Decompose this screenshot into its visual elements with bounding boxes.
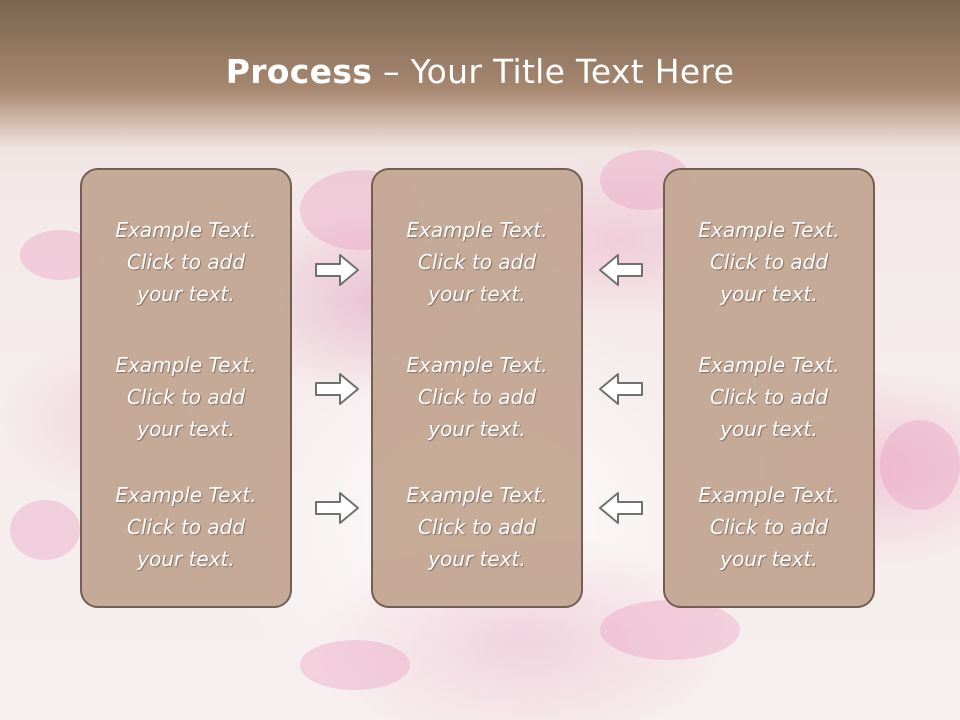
text-line: Click to add <box>417 385 537 409</box>
petal-shape <box>300 640 410 690</box>
arrow-left-icon[interactable] <box>598 253 644 287</box>
title-bold: Process <box>225 52 373 91</box>
panel-text-block[interactable]: Example Text. Click to add your text. <box>665 479 873 575</box>
arrow-right-icon[interactable] <box>314 253 360 287</box>
process-panel-right[interactable]: Example Text. Click to add your text. Ex… <box>663 168 875 608</box>
title-rest: – Your Title Text Here <box>372 52 735 91</box>
process-panel-left[interactable]: Example Text. Click to add your text. Ex… <box>80 168 292 608</box>
text-line: your text. <box>720 547 818 571</box>
text-line: your text. <box>428 417 526 441</box>
text-line: your text. <box>137 547 235 571</box>
text-line: Example Text. <box>406 353 548 377</box>
title-bar <box>0 0 960 150</box>
text-line: Example Text. <box>406 218 548 242</box>
text-line: Click to add <box>709 250 829 274</box>
arrow-left-icon[interactable] <box>598 372 644 406</box>
arrow-right-icon[interactable] <box>314 372 360 406</box>
text-line: Example Text. <box>115 353 257 377</box>
petal-shape <box>10 500 80 560</box>
text-line: Example Text. <box>406 483 548 507</box>
panel-text-block[interactable]: Example Text. Click to add your text. <box>373 214 581 310</box>
panel-text-block[interactable]: Example Text. Click to add your text. <box>373 479 581 575</box>
slide-title[interactable]: Process – Your Title Text Here <box>0 52 960 91</box>
text-line: your text. <box>428 547 526 571</box>
panel-text-block[interactable]: Example Text. Click to add your text. <box>665 214 873 310</box>
panel-text-block[interactable]: Example Text. Click to add your text. <box>82 479 290 575</box>
text-line: Click to add <box>709 515 829 539</box>
panel-text-block[interactable]: Example Text. Click to add your text. <box>373 349 581 445</box>
text-line: your text. <box>137 417 235 441</box>
panel-text-block[interactable]: Example Text. Click to add your text. <box>82 214 290 310</box>
text-line: Example Text. <box>698 483 840 507</box>
text-line: Click to add <box>417 250 537 274</box>
text-line: Click to add <box>709 385 829 409</box>
text-line: Click to add <box>126 250 246 274</box>
process-panel-center[interactable]: Example Text. Click to add your text. Ex… <box>371 168 583 608</box>
text-line: Click to add <box>126 385 246 409</box>
text-line: Example Text. <box>115 218 257 242</box>
text-line: your text. <box>137 282 235 306</box>
petal-shape <box>600 600 740 660</box>
arrow-left-icon[interactable] <box>598 491 644 525</box>
text-line: Click to add <box>126 515 246 539</box>
text-line: your text. <box>720 282 818 306</box>
text-line: your text. <box>428 282 526 306</box>
text-line: Click to add <box>417 515 537 539</box>
text-line: Example Text. <box>115 483 257 507</box>
arrow-right-icon[interactable] <box>314 491 360 525</box>
panel-text-block[interactable]: Example Text. Click to add your text. <box>665 349 873 445</box>
text-line: Example Text. <box>698 353 840 377</box>
petal-shape <box>880 420 960 510</box>
panel-text-block[interactable]: Example Text. Click to add your text. <box>82 349 290 445</box>
text-line: your text. <box>720 417 818 441</box>
text-line: Example Text. <box>698 218 840 242</box>
